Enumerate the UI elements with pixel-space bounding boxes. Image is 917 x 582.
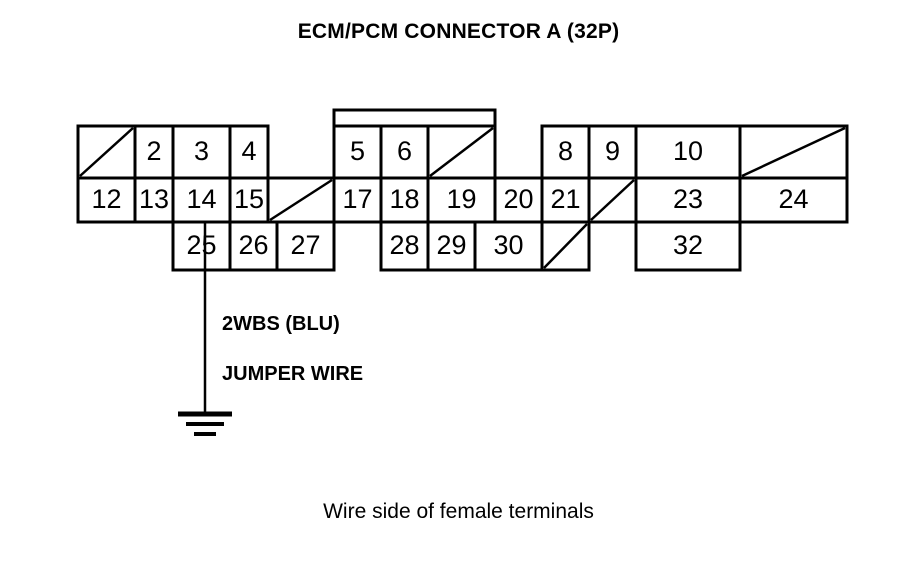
blank-cell-diagonal-1 [79,127,134,177]
terminal-cell-6: 6 [397,136,412,166]
blank-cell-diagonal-31 [543,223,588,269]
terminal-cell-3: 3 [194,136,209,166]
connector-row1-right-group: 8 9 10 [540,124,849,180]
terminal-cell-19: 19 [446,184,476,214]
diagram-caption: Wire side of female terminals [323,500,594,523]
terminal-cell-26: 26 [238,230,268,260]
connector-keying-tab [332,108,497,128]
connector-row3-right-group: 32 [634,220,742,272]
terminal-cell-9: 9 [605,136,620,166]
terminal-cell-10: 10 [673,136,703,166]
terminal-cell-28: 28 [389,230,419,260]
terminal-cell-14: 14 [186,184,216,214]
blank-cell-diagonal-16 [269,178,333,222]
terminal-cell-2: 2 [146,136,161,166]
terminal-cell-5: 5 [350,136,365,166]
blank-cell-diagonal-11 [741,126,846,178]
terminal-cell-18: 18 [389,184,419,214]
jumper-wire-group [178,222,232,436]
blank-cell-diagonal-7 [429,127,494,177]
terminal-cell-23: 23 [673,184,703,214]
terminal-cell-12: 12 [91,184,121,214]
terminal-cell-20: 20 [503,184,533,214]
terminal-cell-4: 4 [241,136,256,166]
connector-row3-left-group: 25 26 27 [171,220,336,272]
terminal-cell-17: 17 [342,184,372,214]
terminal-cell-30: 30 [493,230,523,260]
terminal-cell-27: 27 [290,230,320,260]
terminal-cell-29: 29 [436,230,466,260]
wire-label-line1: 2WBS (BLU) [222,313,340,335]
terminal-cell-15: 15 [234,184,264,214]
terminal-cell-21: 21 [550,184,580,214]
page-title: ECM/PCM CONNECTOR A (32P) [297,20,620,43]
connector-row1-left-group: 2 3 4 [76,124,270,180]
terminal-cell-25: 25 [186,230,216,260]
terminal-cell-32: 32 [673,230,703,260]
terminal-cell-13: 13 [139,184,169,214]
wire-label-line2: JUMPER WIRE [222,363,363,385]
blank-cell-diagonal-22 [590,179,635,221]
connector-row2-band: 12 13 14 15 17 18 19 20 21 23 24 [76,176,849,224]
terminal-cell-8: 8 [558,136,573,166]
terminal-cell-24: 24 [778,184,808,214]
connector-row1-middle-group: 5 6 [332,108,497,180]
connector-row3-middle-group: 28 29 30 [379,220,591,272]
